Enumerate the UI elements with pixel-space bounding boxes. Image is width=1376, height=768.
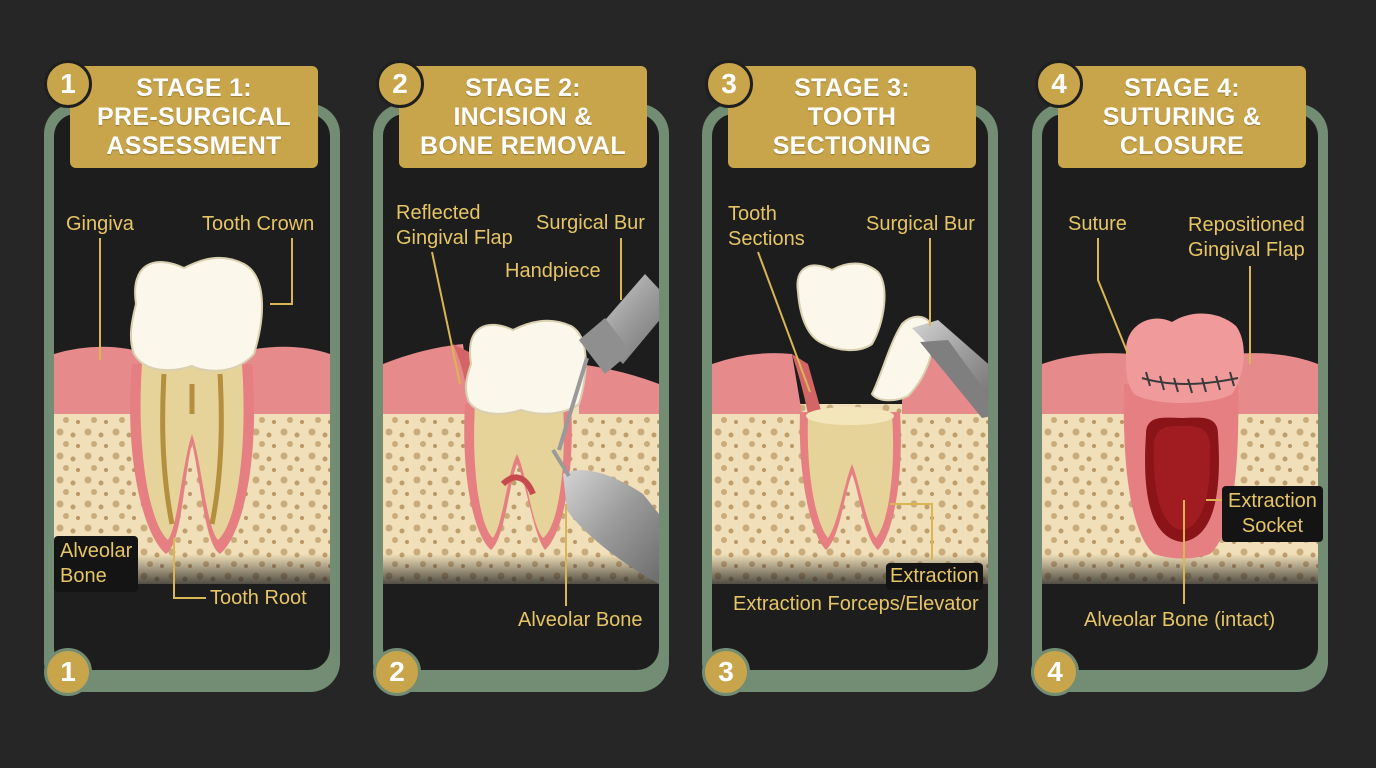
stage-4-title-line-1: STAGE 4: (1124, 73, 1240, 102)
stage-2-title: STAGE 2: INCISION & BONE REMOVAL (399, 66, 647, 168)
stage-4-title: STAGE 4: SUTURING & CLOSURE (1058, 66, 1306, 168)
stage-3-title-line-2: TOOTH (807, 102, 897, 131)
label-tooth-sections-line-2: Sections (728, 228, 805, 250)
stage-1-title-line-1: STAGE 1: (136, 73, 252, 102)
label-reflected-flap-line-2: Gingival Flap (396, 227, 513, 249)
stage-3-title-line-1: STAGE 3: (794, 73, 910, 102)
label-extraction-socket: Extraction Socket (1222, 486, 1323, 542)
stage-1-panel (44, 104, 340, 692)
label-tooth-crown: Tooth Crown (202, 213, 315, 235)
label-repositioned-flap-line-2: Gingival Flap (1188, 239, 1305, 261)
stage-2-panel (373, 104, 669, 692)
label-surgical-bur-3: Surgical Bur (866, 213, 975, 235)
stage-4-title-line-3: CLOSURE (1119, 131, 1245, 160)
stage-2-title-line-3: BONE REMOVAL (420, 131, 626, 160)
label-extraction-socket-line-1: Extraction (1228, 490, 1317, 512)
stage-1-top-badge: 1 (44, 60, 92, 108)
stage-3-illustration (712, 114, 988, 670)
label-alveolar-bone-line-2: Bone (60, 565, 107, 587)
stage-1-title-line-3: ASSESSMENT (106, 131, 282, 160)
stage-2-bottom-badge: 2 (373, 648, 421, 696)
stage-3-top-badge: 3 (705, 60, 753, 108)
stage-3-panel (702, 104, 998, 692)
label-extraction: Extraction (886, 563, 983, 590)
stage-4-top-badge: 4 (1035, 60, 1083, 108)
label-suture: Suture (1068, 213, 1127, 235)
stage-4-illustration (1042, 114, 1318, 670)
label-gingiva: Gingiva (66, 213, 134, 235)
stage-2-illustration (383, 114, 659, 670)
stage-1-illustration (54, 114, 330, 670)
label-repositioned-gingival-flap: Repositioned Gingival Flap (1188, 213, 1305, 263)
stage-3-title-line-3: SECTIONING (772, 131, 932, 160)
label-tooth-sections: Tooth Sections (728, 202, 805, 252)
label-reflected-flap-line-1: Reflected (396, 202, 481, 224)
label-tooth-root: Tooth Root (210, 587, 307, 609)
label-surgical-bur-2: Surgical Bur (536, 212, 645, 234)
label-alveolar-bone-intact: Alveolar Bone (intact) (1084, 609, 1276, 631)
stage-2-title-line-2: INCISION & (453, 102, 593, 131)
stage-1-bottom-badge: 1 (44, 648, 92, 696)
label-extraction-socket-line-2: Socket (1241, 515, 1304, 537)
label-alveolar-bone: Alveolar Bone (54, 536, 139, 592)
label-extraction-forceps-elevator: Extraction Forceps/Elevator (733, 593, 979, 615)
stage-1-title-line-2: PRE-SURGICAL (97, 102, 291, 131)
label-handpiece: Handpiece (505, 260, 601, 282)
label-repositioned-flap-line-1: Repositioned (1188, 214, 1305, 236)
stage-4-title-line-2: SUTURING & (1102, 102, 1262, 131)
label-reflected-gingival-flap: Reflected Gingival Flap (396, 201, 513, 251)
stage-2-top-badge: 2 (376, 60, 424, 108)
label-tooth-sections-line-1: Tooth (728, 203, 777, 225)
label-alveolar-bone-2: Alveolar Bone (518, 609, 643, 631)
stage-2-title-line-1: STAGE 2: (465, 73, 581, 102)
stage-3-bottom-badge: 3 (702, 648, 750, 696)
stage-3-title: STAGE 3: TOOTH SECTIONING (728, 66, 976, 168)
stage-4-bottom-badge: 4 (1031, 648, 1079, 696)
stage-4-panel (1032, 104, 1328, 692)
stage-1-title: STAGE 1: PRE-SURGICAL ASSESSMENT (70, 66, 318, 168)
label-alveolar-bone-line-1: Alveolar (60, 540, 133, 562)
